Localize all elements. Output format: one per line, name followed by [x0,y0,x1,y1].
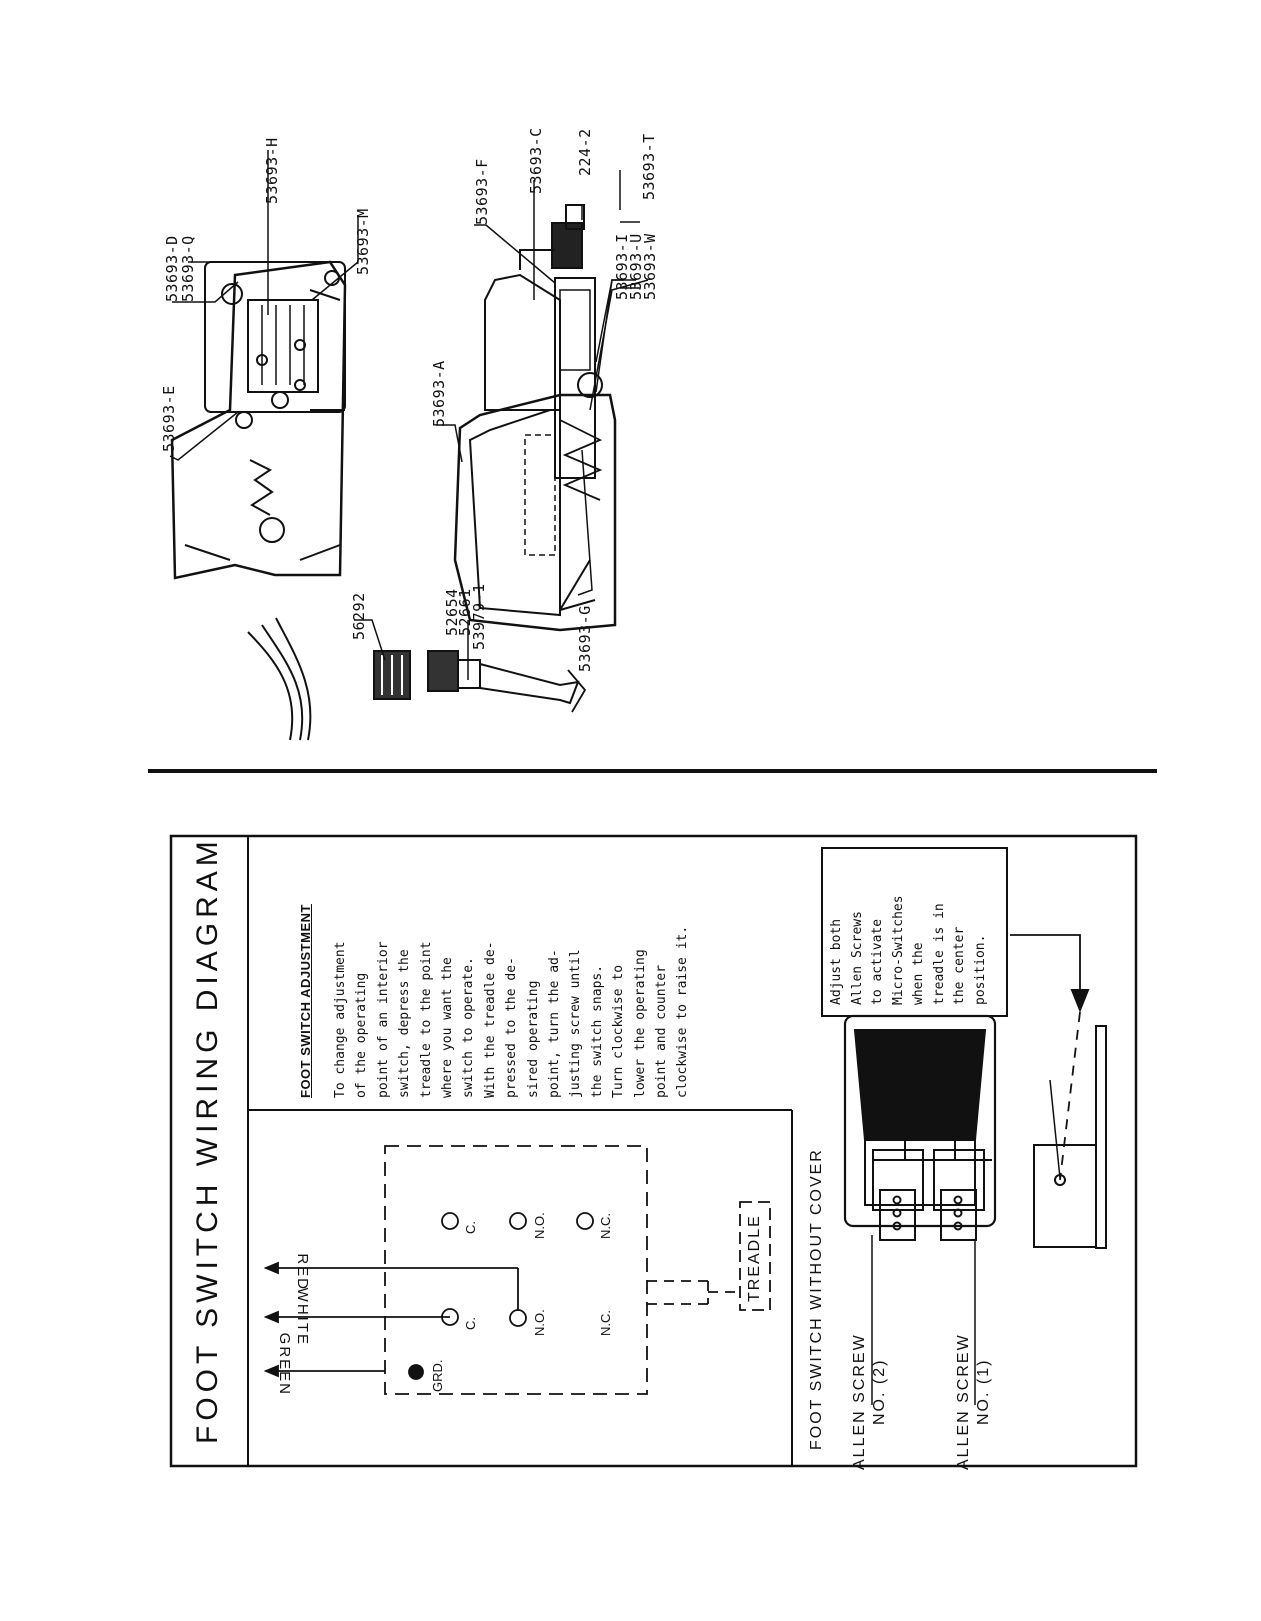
note-line: position. [972,934,988,1005]
allen-screw-1-line1: ALLEN SCREW [955,1333,972,1470]
wire-label-white: WHITE [294,1287,311,1346]
adjustment-line: Turn clockwise to [611,964,627,1098]
switch-top-view-drawing [170,260,347,580]
adjustment-line: point of an interior [375,941,391,1098]
adjustment-line: switch, depress the [397,949,413,1098]
adjustment-line: treadle to the point [418,941,434,1098]
adjustment-line: sired operating [525,980,541,1098]
adjustment-line: point, turn the ad- [547,949,562,1098]
terminal-label-grd: GRD. [430,1359,445,1393]
switch-without-cover-drawing [843,1014,997,1241]
part-label-53979-1: 53979-1 [470,583,488,650]
adjustment-line: switch to operate. [461,957,477,1098]
adjustment-line: justing screw until [568,949,584,1098]
note-line: Allen Screws [849,911,865,1005]
part-label-53693-h: 53693-H [263,137,281,204]
adjustment-line: clockwise to raise it. [675,925,691,1098]
without-cover-caption: FOOT SWITCH WITHOUT COVER [808,1148,825,1450]
adjustment-line: of the operating [354,972,370,1098]
note-line: treadle is in [931,903,947,1005]
terminal-label-c-1: C. [463,1317,478,1330]
part-label-53693-e: 53693-E [160,385,178,452]
wire-label-red: RED [294,1253,311,1291]
part-label-53693-t: 53693-T [640,133,658,200]
terminal-label-c-2: C. [463,1221,478,1234]
allen-screw-2-line2: NO. (2) [871,1358,888,1425]
part-label-53693-a: 53693-A [430,360,448,427]
adjustment-line: To change adjustment [333,941,348,1098]
note-line: the center [952,926,967,1005]
part-label-53693-m: 53693-M [354,208,372,275]
terminal-label-nc-2: N.C. [598,1213,613,1239]
wiring-frame [169,834,1138,1468]
part-label-53693-g: 53693-G [576,605,594,672]
part-label-53693-f: 53693-F [473,158,491,225]
note-line: Micro-Switches [890,895,906,1005]
adjustment-heading: FOOT SWITCH ADJUSTMENT [298,904,313,1098]
allen-screw-1-line2: NO. (1) [975,1358,992,1425]
part-label-53693-c: 53693-C [527,127,545,194]
treadle-position-drawing [1010,934,1107,1249]
adjustment-line: pressed to the de- [504,957,520,1098]
cord-plug-drawing [247,617,587,741]
wire-label-green: GREEN [276,1332,293,1396]
adjustment-line: the switch snaps. [589,964,605,1098]
part-label-53693-q: 53693-Q [179,235,197,302]
wiring-schematic [263,1145,771,1395]
part-label-224-2: 224-2 [576,128,594,176]
adjustment-line: point and counter [654,964,669,1098]
part-label-56292: 56292 [350,592,368,640]
adjustment-line: lower the operating [632,949,648,1098]
terminal-label-nc-1: N.C. [598,1310,613,1336]
treadle-label: TREADLE [746,1214,763,1302]
part-label-53693-w: 53693-W [641,233,659,300]
note-line: Adjust both [829,918,844,1005]
switch-side-view-drawing [453,204,617,632]
note-line: to activate [870,918,885,1005]
adjustment-line: With the treadle de- [482,941,498,1098]
allen-screw-leaders [871,1235,976,1405]
note-line: when the [911,942,926,1005]
adjustment-line: where you want the [440,957,455,1098]
wiring-title: FOOT SWITCH WIRING DIAGRAM [191,836,224,1444]
note-box [821,847,1008,1017]
leader-lines [169,150,649,680]
terminal-label-no-1: N.O. [532,1309,547,1336]
allen-screw-2-line1: ALLEN SCREW [851,1333,868,1470]
terminal-label-no-2: N.O. [532,1212,547,1239]
